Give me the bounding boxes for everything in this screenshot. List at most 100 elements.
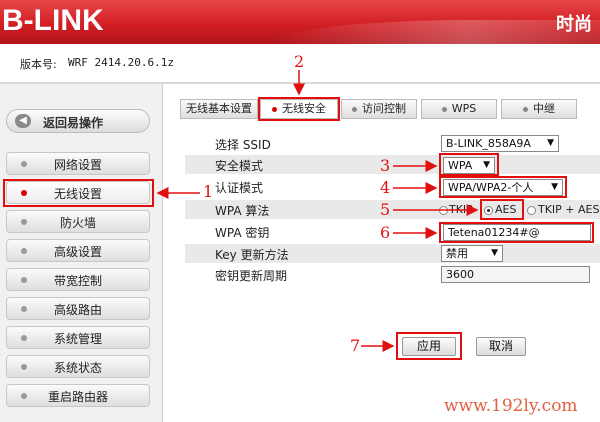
bullet-icon — [21, 277, 27, 283]
dropdown-arrow-icon: ▼ — [547, 138, 554, 148]
brand-slogan: 时尚 — [556, 14, 592, 35]
sidebar-item-label: 防火墙 — [59, 216, 96, 230]
security-mode-row: 安全模式 — [185, 155, 600, 174]
version-label: 版本号: — [20, 58, 57, 71]
bullet-icon — [21, 161, 27, 167]
header-bar: B-LINK 时尚 — [0, 0, 600, 44]
security-mode-value: WPA — [448, 159, 473, 172]
dropdown-arrow-icon: ▼ — [491, 248, 498, 258]
highlight-security-tab — [258, 97, 340, 121]
tab-label: WPS — [451, 102, 477, 115]
sidebar-item-label: 带宽控制 — [53, 274, 102, 288]
highlight-wireless-settings — [3, 179, 154, 207]
tab-wps[interactable]: WPS — [421, 99, 497, 119]
wpa-algorithm-row: WPA 算法 — [185, 200, 600, 219]
security-mode-label: 安全模式 — [215, 159, 264, 173]
cancel-button[interactable]: 取消 — [476, 337, 526, 356]
highlight-aes — [480, 199, 524, 220]
bullet-icon — [21, 306, 27, 312]
sidebar-item-network[interactable]: 网络设置 — [6, 152, 150, 175]
sidebar-item-label: 系统管理 — [53, 332, 102, 346]
wpa-key-value: Tetena01234#@ — [448, 226, 540, 239]
key-period-label: 密钥更新周期 — [215, 269, 288, 283]
tkip-aes-radio[interactable] — [527, 206, 536, 215]
sidebar-item-advanced[interactable]: 高级设置 — [6, 239, 150, 262]
wpa-algorithm-label: WPA 算法 — [215, 204, 270, 218]
aes-radio[interactable] — [484, 206, 493, 215]
step-number-2: 2 — [294, 52, 305, 71]
step-number-3: 3 — [380, 156, 391, 175]
step-number-4: 4 — [380, 178, 391, 197]
watermark: www.192ly.com — [444, 396, 578, 416]
sidebar: ◀ 返回易操作 网络设置 无线设置 防火墙 高级设置 带宽控制 高级路由 系统管… — [0, 84, 163, 422]
sidebar-item-system-management[interactable]: 系统管理 — [6, 326, 150, 349]
security-mode-select[interactable]: WPA ▼ — [443, 157, 495, 174]
brand-logo: B-LINK — [2, 4, 104, 37]
dropdown-arrow-icon: ▼ — [483, 160, 490, 170]
bullet-icon — [21, 364, 27, 370]
tab-label: 访问控制 — [362, 102, 406, 115]
wpa-key-row: WPA 密钥 — [185, 222, 600, 241]
version-bar: 版本号: WRF 2414.20.6.1z — [0, 44, 600, 84]
sidebar-item-reboot[interactable]: 重启路由器 — [6, 384, 150, 407]
auth-mode-value: WPA/WPA2-个人 — [448, 181, 534, 194]
sidebar-item-firewall[interactable]: 防火墙 — [6, 210, 150, 233]
highlight-wpa-key — [439, 222, 594, 243]
key-period-row: 密钥更新周期 — [185, 265, 600, 284]
bullet-icon — [21, 219, 27, 225]
sidebar-item-label: 高级设置 — [53, 245, 102, 259]
sidebar-item-wireless[interactable]: 无线设置 — [6, 181, 150, 204]
aes-label: AES — [495, 203, 517, 216]
tkip-aes-label: TKIP + AES — [538, 203, 600, 216]
back-to-quick-setup-button[interactable]: ◀ 返回易操作 — [6, 109, 150, 133]
back-button-label: 返回易操作 — [43, 116, 104, 130]
bullet-icon — [272, 106, 277, 112]
key-update-value: 禁用 — [446, 247, 468, 260]
bullet-icon — [352, 106, 357, 112]
sidebar-item-label: 高级路由 — [53, 303, 102, 317]
ssid-row: 选择 SSID — [185, 134, 600, 153]
bullet-icon — [523, 106, 528, 112]
key-update-select[interactable]: 禁用 ▼ — [441, 245, 503, 262]
bullet-icon — [21, 248, 27, 254]
tab-label: 中继 — [533, 102, 555, 115]
tab-access-control[interactable]: 访问控制 — [341, 99, 417, 119]
tab-label: 无线基本设置 — [186, 102, 252, 115]
tab-repeater[interactable]: 中继 — [501, 99, 577, 119]
sidebar-item-system-status[interactable]: 系统状态 — [6, 355, 150, 378]
bullet-icon — [21, 393, 27, 399]
version-value: WRF 2414.20.6.1z — [68, 56, 174, 69]
key-period-input[interactable]: 3600 — [441, 266, 590, 283]
highlight-auth-mode — [439, 176, 567, 198]
step-number-6: 6 — [380, 223, 391, 242]
back-arrow-icon: ◀ — [15, 114, 31, 128]
ssid-value: B-LINK_858A9A — [446, 137, 531, 150]
bullet-icon — [21, 190, 27, 196]
wpa-key-input[interactable]: Tetena01234#@ — [443, 224, 591, 241]
auth-mode-row: 认证模式 — [185, 177, 600, 196]
bullet-icon — [21, 335, 27, 341]
step-number-5: 5 — [380, 200, 391, 219]
apply-button[interactable]: 应用 — [402, 337, 456, 356]
sidebar-item-label: 系统状态 — [53, 361, 102, 375]
ssid-label: 选择 SSID — [215, 138, 271, 152]
auth-mode-label: 认证模式 — [215, 181, 264, 195]
key-period-value: 3600 — [446, 268, 474, 281]
step-number-1: 1 — [203, 182, 214, 201]
dropdown-arrow-icon: ▼ — [551, 182, 558, 192]
auth-mode-select[interactable]: WPA/WPA2-个人 ▼ — [443, 179, 563, 196]
highlight-apply — [396, 332, 462, 360]
tab-label: 无线安全 — [282, 102, 326, 115]
ssid-select[interactable]: B-LINK_858A9A ▼ — [441, 135, 559, 152]
sidebar-item-label: 无线设置 — [53, 187, 102, 201]
sidebar-item-label: 网络设置 — [53, 158, 102, 172]
tab-wireless-security[interactable]: 无线安全 — [260, 99, 338, 119]
wpa-key-label: WPA 密钥 — [215, 226, 270, 240]
key-update-label: Key 更新方法 — [215, 248, 289, 262]
bullet-icon — [441, 106, 447, 112]
sidebar-item-advanced-routing[interactable]: 高级路由 — [6, 297, 150, 320]
sidebar-item-bandwidth[interactable]: 带宽控制 — [6, 268, 150, 291]
step-number-7: 7 — [350, 336, 361, 355]
tab-wireless-basic[interactable]: 无线基本设置 — [180, 99, 258, 119]
